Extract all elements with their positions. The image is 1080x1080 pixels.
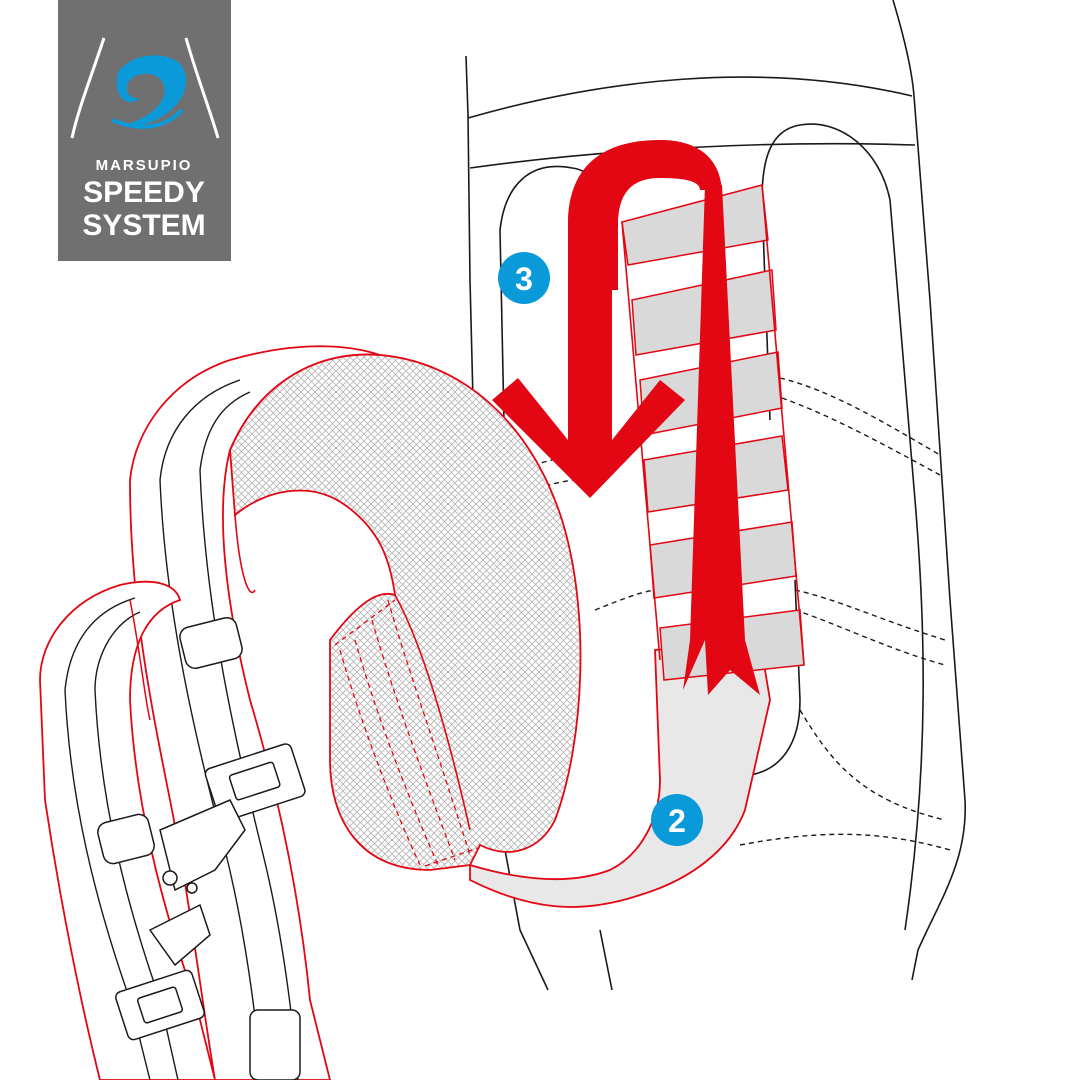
d-ring-upper (179, 616, 243, 670)
strap-tip-arrow-icon (683, 185, 760, 695)
sternum-buckle (115, 743, 306, 1041)
strap-hardware (97, 616, 306, 1080)
step-badge-2: 2 (651, 794, 703, 846)
svg-text:SYSTEM: SYSTEM (82, 209, 205, 242)
step-badge-3: 3 (498, 252, 550, 304)
marsupio-logo: MARSUPIO SPEEDY SYSTEM (58, 0, 231, 261)
routing-arrow (492, 140, 760, 695)
backpack-back-panel (465, 0, 966, 991)
svg-text:3: 3 (515, 261, 533, 297)
logo-wave-icon (70, 37, 220, 139)
svg-text:SPEEDY: SPEEDY (83, 176, 205, 209)
svg-text:MARSUPIO: MARSUPIO (96, 157, 193, 174)
svg-text:2: 2 (668, 803, 686, 839)
lower-buckle (249, 1009, 301, 1080)
shoulder-pad-loop (229, 353, 582, 871)
down-arrow-icon (492, 140, 722, 498)
d-ring-lower (97, 813, 155, 865)
